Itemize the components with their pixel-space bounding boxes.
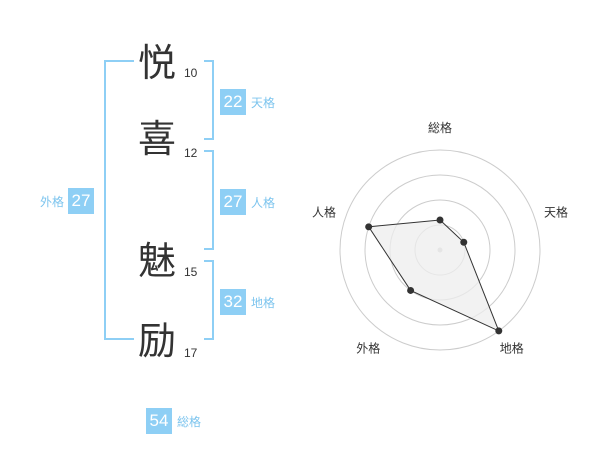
tenkaku-badge: 22 天格 [220,89,280,115]
radar-ring [339,149,541,351]
stroke-count-4: 17 [184,346,198,360]
radar-series [365,216,503,335]
radar-axis-label: 総格 [428,120,452,135]
name-char-4: 励 [138,319,177,363]
jinkaku-value: 27 [220,189,246,215]
name-char-2: 喜 [138,117,177,161]
chikaku-bracket [204,260,214,340]
radar-axis-label: 外格 [356,341,380,356]
stroke-count-2: 12 [184,146,198,160]
chikaku-badge: 32 地格 [220,289,280,315]
stroke-count-1: 10 [184,66,198,80]
radar-point [460,238,468,246]
soukaku-label: 総格 [177,414,202,429]
jinkaku-bracket [204,150,214,250]
soukaku-badge: 54 総格 [146,408,206,434]
radar-point [407,286,415,294]
radar-axis-label: 天格 [544,204,568,219]
chikaku-label: 地格 [251,295,276,310]
gaikaku-bracket [104,60,134,340]
jinkaku-badge: 27 人格 [220,189,280,215]
radar-axis-label: 人格 [312,204,336,219]
name-char-3: 魅 [138,239,177,283]
gaikaku-value: 27 [68,188,95,214]
radar-axis-label: 地格 [500,341,524,356]
stroke-count-3: 15 [184,265,198,279]
radar-ring [364,174,516,326]
jinkaku-label: 人格 [251,195,276,210]
radar-point [436,216,444,224]
soukaku-value: 54 [146,408,172,434]
gaikaku-label: 外格 [40,194,65,209]
radar-series-area [367,219,500,332]
tenkaku-bracket [204,60,214,140]
gaikaku-badge: 外格 27 [40,188,95,214]
name-char-1: 悦 [138,41,177,85]
tenkaku-value: 22 [220,89,246,115]
radar-point [495,327,503,335]
radar-point [365,223,373,231]
chikaku-value: 32 [220,289,246,315]
tenkaku-label: 天格 [251,95,276,110]
